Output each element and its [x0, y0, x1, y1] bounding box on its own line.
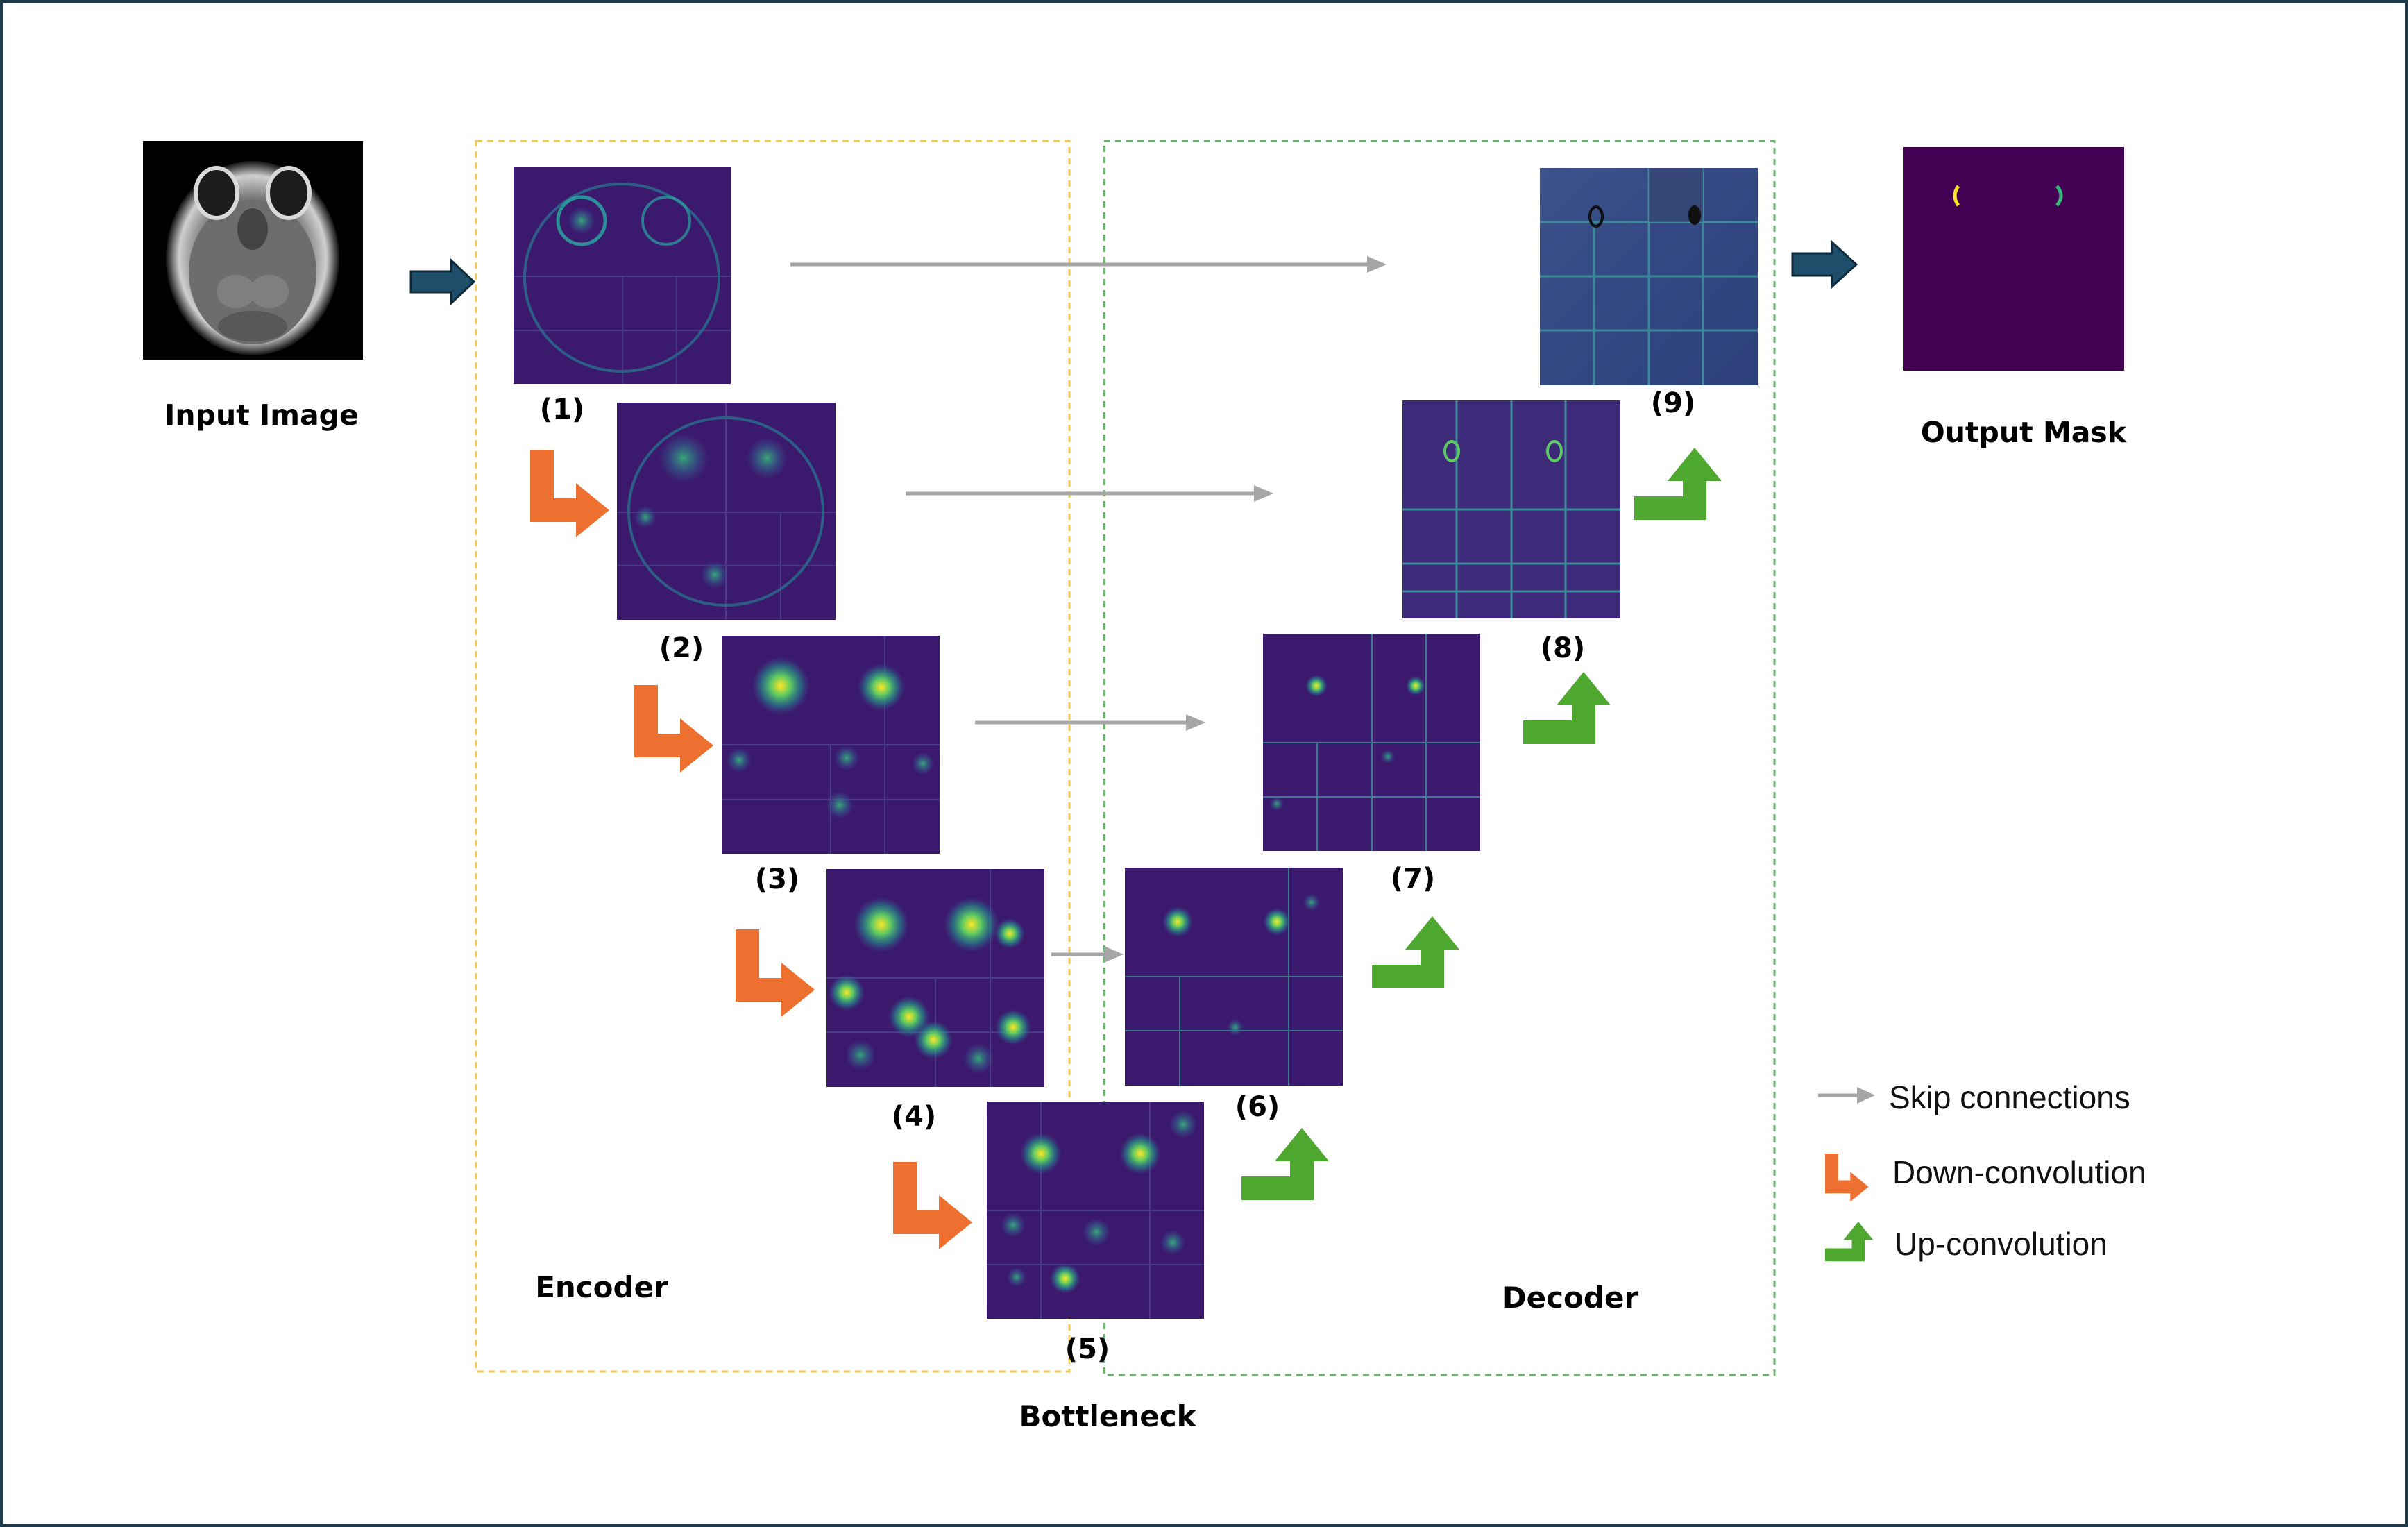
- feature-map-3: [722, 636, 940, 854]
- legend-skip: Skip connections: [1818, 1079, 2130, 1115]
- feature-map-1: [514, 167, 731, 384]
- decoder-region: [1103, 140, 1776, 1376]
- feature-map-6: [1125, 868, 1343, 1086]
- bottleneck-label: Bottleneck: [1019, 1399, 1196, 1433]
- down-convolution-arrows: [530, 450, 972, 1249]
- legend-down: Down-convolution: [1825, 1154, 2146, 1202]
- feature-map-9: [1540, 168, 1758, 385]
- output-mask: [1903, 147, 2124, 371]
- feature-map-8: [1402, 400, 1620, 618]
- output-mask-label: Output Mask: [1921, 416, 2128, 449]
- up-convolution-arrows: [1241, 448, 1722, 1200]
- legend-up-label: Up-convolution: [1894, 1226, 2108, 1262]
- encoder-label: Encoder: [535, 1270, 668, 1304]
- stage-5-caption: (5): [1065, 1333, 1110, 1365]
- down-arrow-icon: [1825, 1154, 1869, 1202]
- legend: Skip connections Down-convolution Up-con…: [1818, 1079, 2146, 1262]
- legend-skip-label: Skip connections: [1889, 1079, 2130, 1115]
- stage-3-caption: (3): [755, 863, 799, 895]
- feature-map-4: [826, 869, 1044, 1087]
- skip-connections: [790, 256, 1387, 963]
- input-image: [143, 141, 363, 360]
- encoder-region: [475, 140, 1071, 1373]
- feature-map-7: [1263, 634, 1480, 851]
- input-image-label: Input Image: [164, 398, 359, 432]
- stage-9-caption: (9): [1651, 387, 1695, 419]
- feature-map-2: [617, 403, 836, 620]
- stage-8-caption: (8): [1541, 632, 1585, 664]
- up-arrow-icon: [1825, 1222, 1874, 1262]
- stage-7-caption: (7): [1391, 863, 1435, 895]
- legend-up: Up-convolution: [1825, 1222, 2108, 1262]
- stage-4-caption: (4): [892, 1101, 936, 1133]
- skip-arrow-icon: [1857, 1087, 1875, 1104]
- output-flow-arrow: [1791, 239, 1858, 289]
- stage-6-caption: (6): [1235, 1091, 1280, 1123]
- stage-2-caption: (2): [659, 632, 704, 664]
- input-flow-arrow: [409, 258, 476, 306]
- feature-map-5: [987, 1102, 1204, 1319]
- legend-down-label: Down-convolution: [1892, 1154, 2146, 1190]
- decoder-label: Decoder: [1502, 1281, 1639, 1315]
- stage-1-caption: (1): [540, 394, 584, 425]
